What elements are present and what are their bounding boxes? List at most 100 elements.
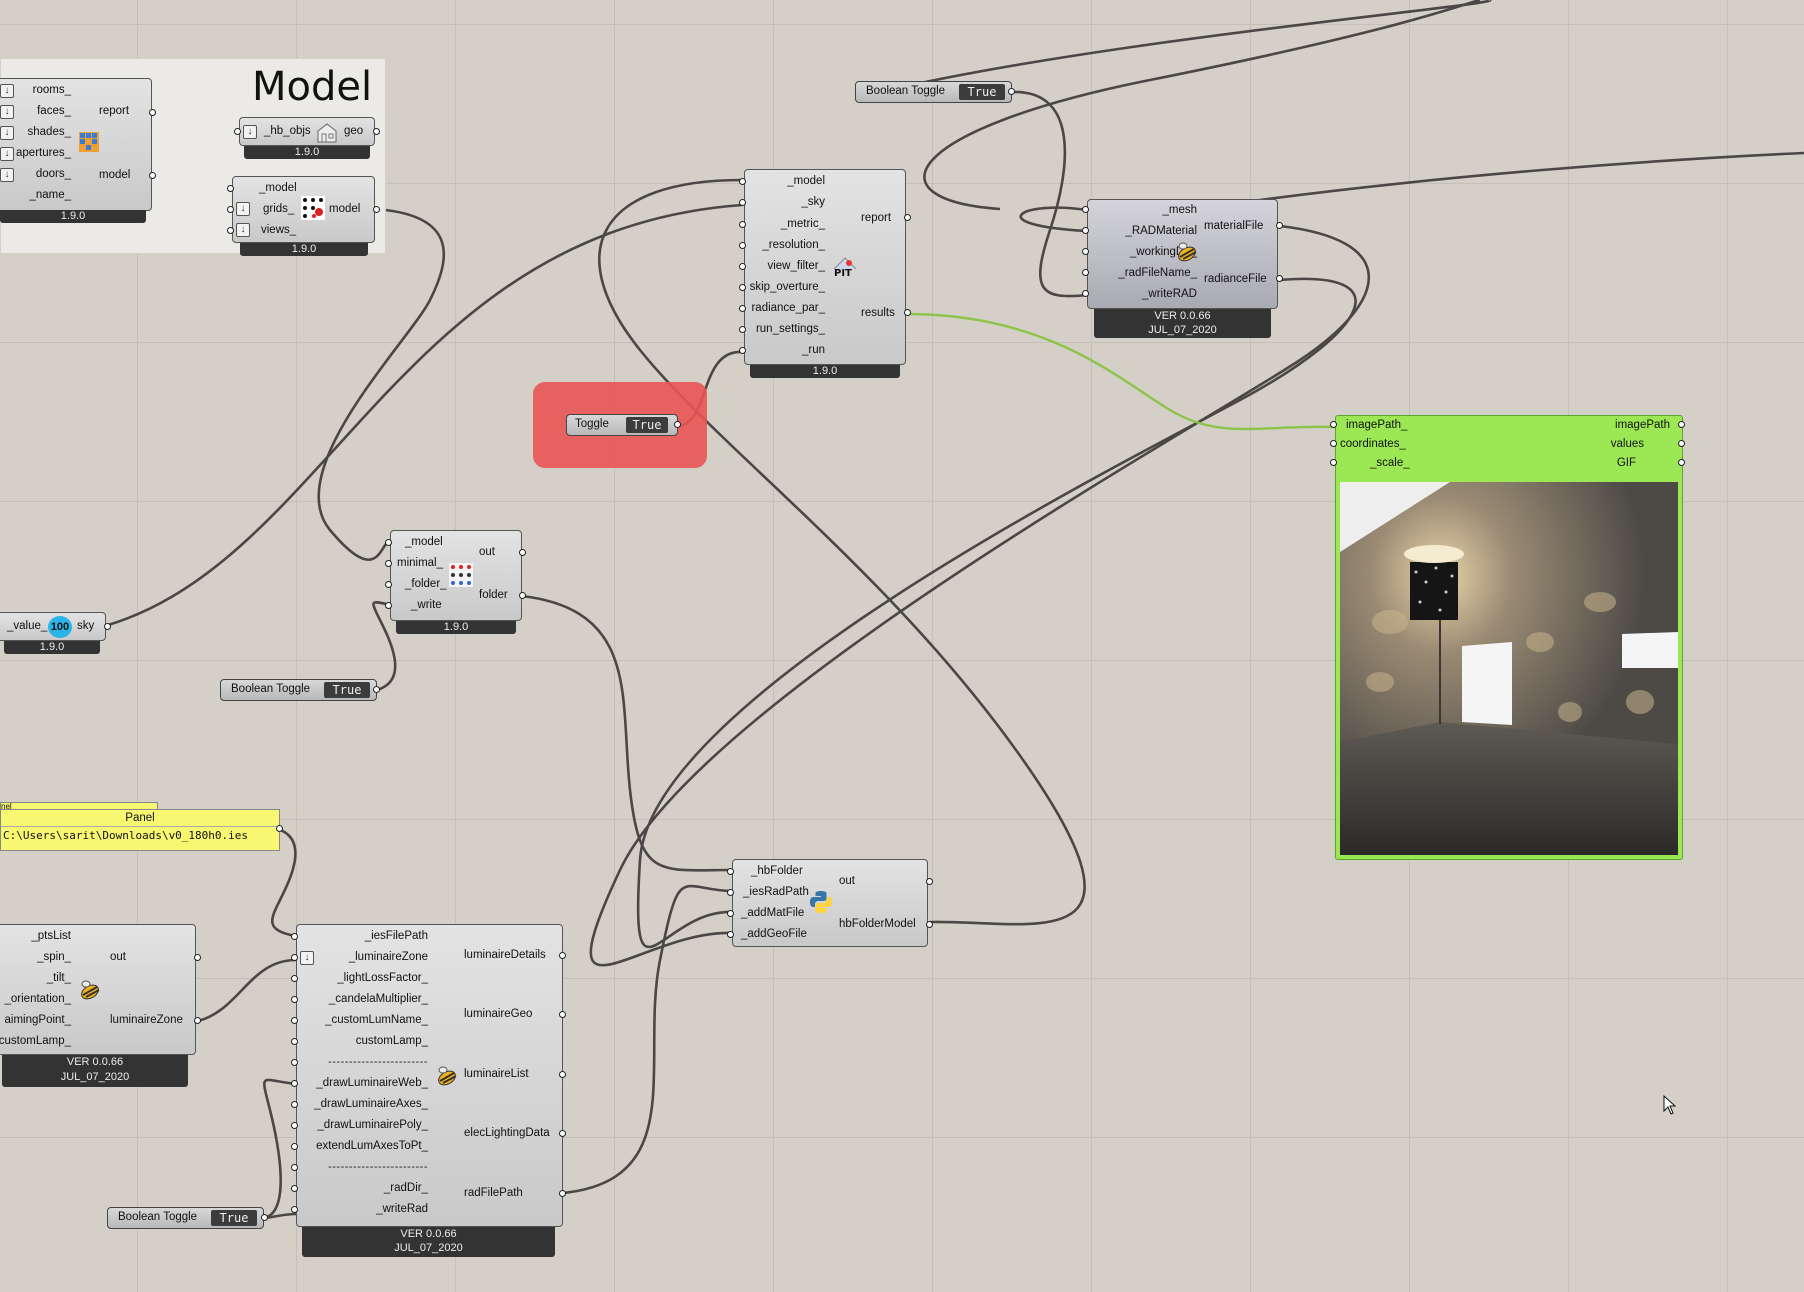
input-port[interactable] <box>739 326 746 333</box>
sky-component[interactable]: _value_ 100 sky <box>0 612 106 641</box>
input-port[interactable] <box>727 931 734 938</box>
output-port[interactable] <box>261 1214 268 1221</box>
input-port[interactable] <box>739 284 746 291</box>
model-to-folder-component[interactable]: _model minimal_ _folder_ _write out fold… <box>390 530 522 621</box>
input-port[interactable] <box>291 1206 298 1213</box>
output-port[interactable] <box>926 878 933 885</box>
input-port[interactable] <box>385 539 392 546</box>
output-port[interactable] <box>674 421 681 428</box>
output-port[interactable] <box>1678 421 1685 428</box>
output-port[interactable] <box>519 549 526 556</box>
input-port[interactable] <box>291 954 298 961</box>
point-in-time-component[interactable]: _model _sky _metric_ _resolution_ view_f… <box>744 169 906 365</box>
input-port[interactable] <box>739 221 746 228</box>
input-port[interactable] <box>227 185 234 192</box>
input-port[interactable] <box>1330 421 1337 428</box>
luminaire-zone-component[interactable]: _ptsList _spin_ _tilt_ _orientation_ aim… <box>0 924 196 1055</box>
input-port[interactable] <box>1082 269 1089 276</box>
input-port[interactable] <box>739 305 746 312</box>
output-port[interactable] <box>149 172 156 179</box>
input-port[interactable] <box>227 206 234 213</box>
input-port[interactable] <box>1082 290 1089 297</box>
input-port[interactable] <box>739 178 746 185</box>
input-port[interactable] <box>739 347 746 354</box>
input-port[interactable] <box>291 996 298 1003</box>
input-port[interactable] <box>291 1038 298 1045</box>
toggle-value[interactable]: True <box>626 417 668 433</box>
output-port[interactable] <box>149 109 156 116</box>
output-port[interactable] <box>904 309 911 316</box>
output-port[interactable] <box>1008 88 1015 95</box>
input-port[interactable] <box>727 868 734 875</box>
toggle-value[interactable]: True <box>211 1210 257 1226</box>
output-port[interactable] <box>373 686 380 693</box>
output-port[interactable] <box>559 1011 566 1018</box>
grid-view-component[interactable]: _model ↓ grids_ ↓ views_ model <box>232 176 375 243</box>
input-port[interactable] <box>291 1101 298 1108</box>
input-port[interactable] <box>227 227 234 234</box>
output-port[interactable] <box>1678 440 1685 447</box>
toggle-value[interactable]: True <box>959 84 1005 100</box>
input-port[interactable] <box>291 1143 298 1150</box>
output-port[interactable] <box>904 214 911 221</box>
output-port[interactable] <box>559 1130 566 1137</box>
input-port[interactable] <box>291 933 298 940</box>
run-toggle[interactable]: Toggle True <box>566 414 678 436</box>
visualize-component[interactable]: ↓ _hb_objs geo <box>239 117 375 146</box>
output-port[interactable] <box>1678 459 1685 466</box>
output-port[interactable] <box>373 128 380 135</box>
input-port[interactable] <box>1082 227 1089 234</box>
output-port[interactable] <box>194 954 201 961</box>
input-port[interactable] <box>291 1017 298 1024</box>
arrow-down-icon[interactable]: ↓ <box>0 84 14 98</box>
input-port[interactable] <box>291 1080 298 1087</box>
output-port[interactable] <box>559 1071 566 1078</box>
text-panel[interactable]: Panel C:\Users\sarit\Downloads\v0_180h0.… <box>0 809 280 851</box>
input-port[interactable] <box>739 263 746 270</box>
output-port[interactable] <box>1276 275 1283 282</box>
input-port[interactable] <box>739 242 746 249</box>
output-port[interactable] <box>1276 222 1283 229</box>
radiance-material-component[interactable]: _mesh _RADMaterial _workingDir_ _radFile… <box>1087 199 1278 309</box>
model-component[interactable]: rooms_ faces_ shades_ apertures_ doors_ … <box>0 78 152 211</box>
output-port[interactable] <box>559 1190 566 1197</box>
input-port[interactable] <box>385 602 392 609</box>
input-port[interactable] <box>1330 459 1337 466</box>
output-port[interactable] <box>519 592 526 599</box>
arrow-down-icon[interactable]: ↓ <box>236 223 250 237</box>
panel-value[interactable]: C:\Users\sarit\Downloads\v0_180h0.ies <box>3 829 249 842</box>
python-script-component[interactable]: _hbFolder _iesRadPath _addMatFile _addGe… <box>732 859 928 947</box>
arrow-down-icon[interactable]: ↓ <box>300 951 314 965</box>
arrow-down-icon[interactable]: ↓ <box>0 105 14 119</box>
input-port[interactable] <box>1082 248 1089 255</box>
output-port[interactable] <box>104 623 111 630</box>
arrow-down-icon[interactable]: ↓ <box>0 126 14 140</box>
input-port[interactable] <box>727 910 734 917</box>
image-viewer-component[interactable]: imagePath_ coordinates_ _scale_ imagePat… <box>1335 415 1683 860</box>
luminaire-component[interactable]: _iesFilePath ↓ _luminaireZone _lightLoss… <box>296 924 563 1227</box>
input-port[interactable] <box>291 1164 298 1171</box>
arrow-down-icon[interactable]: ↓ <box>243 125 257 139</box>
input-port[interactable] <box>291 1059 298 1066</box>
arrow-down-icon[interactable]: ↓ <box>0 168 14 182</box>
output-port[interactable] <box>559 952 566 959</box>
input-port[interactable] <box>1330 440 1337 447</box>
input-port[interactable] <box>291 1122 298 1129</box>
output-port[interactable] <box>276 825 283 832</box>
input-port[interactable] <box>234 128 241 135</box>
arrow-down-icon[interactable]: ↓ <box>0 147 14 161</box>
output-port[interactable] <box>926 921 933 928</box>
input-port[interactable] <box>739 199 746 206</box>
arrow-down-icon[interactable]: ↓ <box>236 202 250 216</box>
input-port[interactable] <box>727 889 734 896</box>
input-port[interactable] <box>385 560 392 567</box>
input-port[interactable] <box>1082 206 1089 213</box>
boolean-toggle[interactable]: Boolean Toggle True <box>220 679 377 701</box>
input-port[interactable] <box>385 581 392 588</box>
input-port[interactable] <box>291 1185 298 1192</box>
output-port[interactable] <box>373 206 380 213</box>
toggle-value[interactable]: True <box>324 682 370 698</box>
boolean-toggle[interactable]: Boolean Toggle True <box>855 81 1012 103</box>
output-port[interactable] <box>194 1017 201 1024</box>
input-port[interactable] <box>291 975 298 982</box>
